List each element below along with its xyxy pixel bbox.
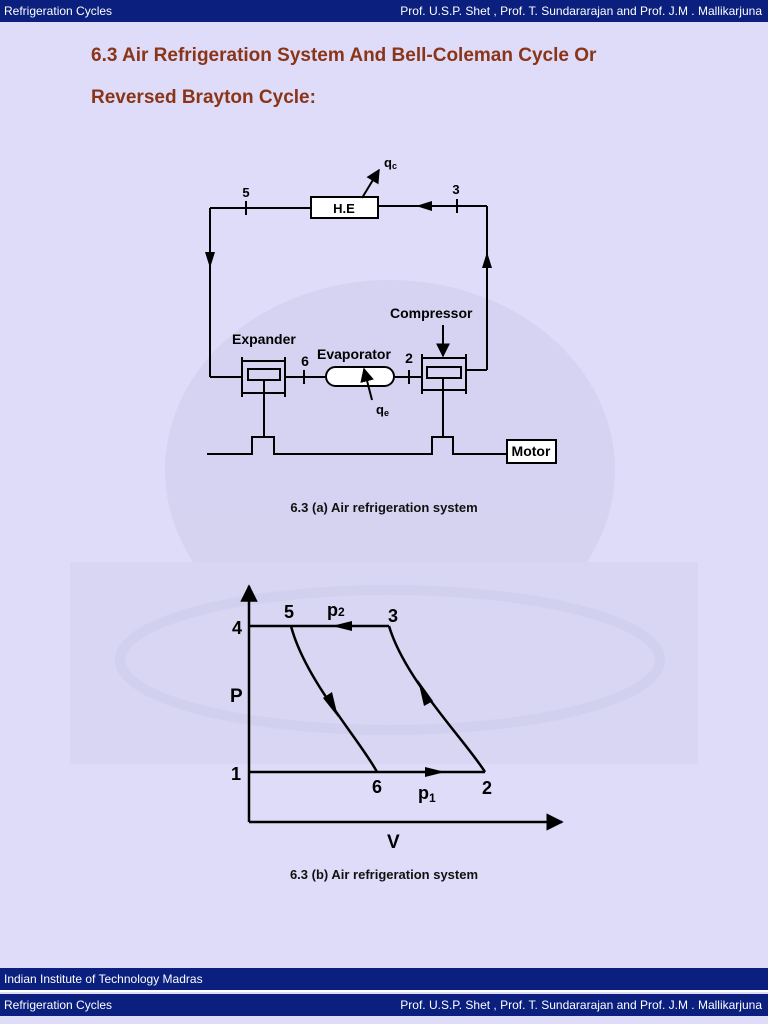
expansion-arrow bbox=[323, 692, 338, 717]
header-course-title: Refrigeration Cycles bbox=[4, 4, 113, 18]
expander-label: Expander bbox=[232, 331, 296, 347]
drive-shaft bbox=[207, 436, 507, 455]
heat-rejected-label: qc bbox=[384, 155, 397, 171]
flow-arrow-down bbox=[205, 252, 215, 268]
header-bar: Refrigeration Cycles Prof. U.S.P. Shet ,… bbox=[0, 0, 768, 22]
section-title-line1: 6.3 Air Refrigeration System And Bell-Co… bbox=[91, 45, 597, 66]
footer-authors: Prof. U.S.P. Shet , Prof. T. Sundararaja… bbox=[400, 998, 762, 1012]
point-2-label: 2 bbox=[482, 778, 492, 798]
footer-institute: Indian Institute of Technology Madras bbox=[4, 972, 203, 986]
flow-arrow-up bbox=[482, 252, 492, 268]
state-6-label: 6 bbox=[301, 353, 309, 369]
tick-label-1: 1 bbox=[231, 764, 241, 784]
evaporator-vessel bbox=[325, 366, 395, 387]
heat-rejected-arrow bbox=[361, 168, 380, 199]
heat-exchanger-box bbox=[310, 196, 379, 219]
background-watermark bbox=[70, 280, 698, 764]
air-refrigeration-system-diagram bbox=[205, 168, 557, 464]
footer-bar: Refrigeration Cycles Prof. U.S.P. Shet ,… bbox=[0, 994, 768, 1016]
flow-arrow-left bbox=[416, 201, 432, 211]
pv-diagram bbox=[240, 584, 564, 831]
point-5-label: 5 bbox=[284, 602, 294, 622]
volume-axis-label: V bbox=[387, 832, 400, 853]
heat-absorbed-label: qe bbox=[376, 402, 389, 418]
process-6-2-arrow bbox=[425, 767, 445, 777]
pressure-axis-label: P bbox=[230, 686, 243, 707]
low-pressure-label: p1 bbox=[418, 783, 436, 805]
process-3-5-arrow bbox=[332, 621, 352, 631]
point-6-label: 6 bbox=[372, 777, 382, 797]
footer-course-title: Refrigeration Cycles bbox=[4, 998, 113, 1012]
motor-label: Motor bbox=[512, 443, 551, 459]
compression-curve-2-3 bbox=[387, 625, 487, 773]
section-title-line2: Reversed Brayton Cycle: bbox=[91, 87, 316, 108]
motor-box bbox=[506, 439, 557, 464]
heat-absorbed-arrow bbox=[360, 367, 374, 401]
state-3-label: 3 bbox=[452, 182, 459, 197]
footer-institute-bar: Indian Institute of Technology Madras bbox=[0, 968, 768, 990]
high-pressure-label: p2 bbox=[327, 600, 345, 620]
state-2-label: 2 bbox=[405, 350, 413, 366]
evaporator-label: Evaporator bbox=[317, 346, 391, 362]
figure-b-caption: 6.3 (b) Air refrigeration system bbox=[289, 867, 479, 882]
compressor-label: Compressor bbox=[390, 305, 473, 321]
footer-divider bbox=[0, 990, 768, 992]
heat-exchanger-label: H.E bbox=[333, 201, 355, 216]
figure-a-caption: 6.3 (a) Air refrigeration system bbox=[290, 500, 478, 515]
compression-arrow bbox=[418, 680, 433, 706]
point-3-label: 3 bbox=[388, 606, 398, 626]
state-5-label: 5 bbox=[242, 185, 249, 200]
header-authors: Prof. U.S.P. Shet , Prof. T. Sundararaja… bbox=[400, 4, 762, 18]
tick-label-4: 4 bbox=[232, 618, 242, 638]
